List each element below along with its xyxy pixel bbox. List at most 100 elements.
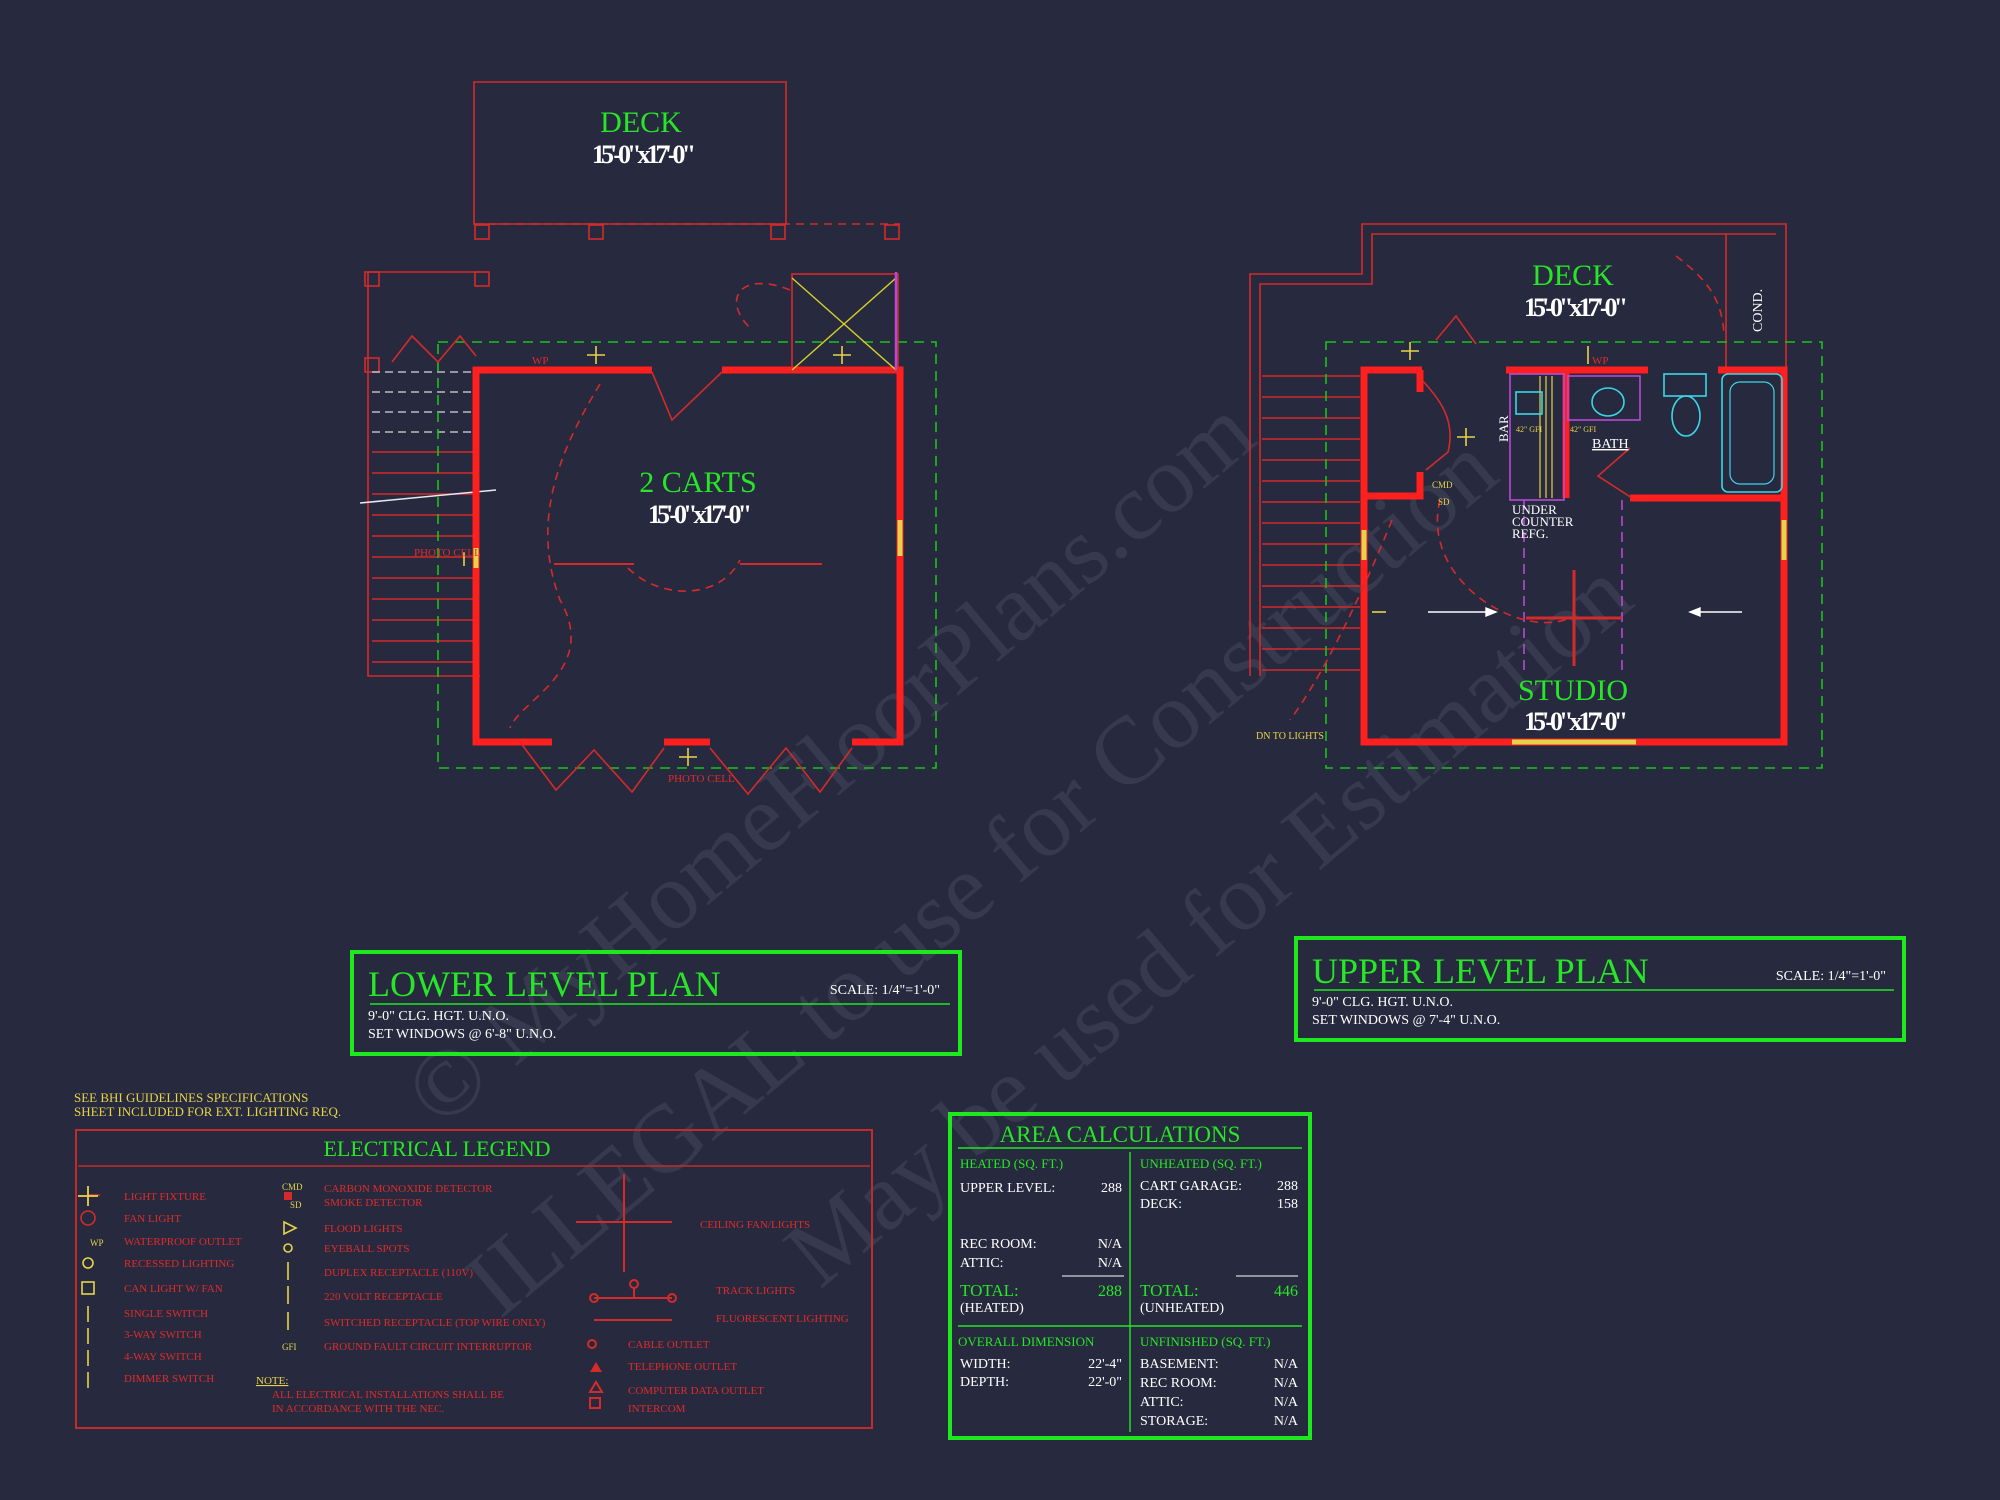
upper-light-fixtures — [1372, 342, 1589, 613]
lower-circuit-1 — [509, 383, 601, 729]
upper-ceiling-fan — [1526, 570, 1622, 666]
area-calculations: AREA CALCULATIONS HEATED (SQ. FT.) UNHEA… — [948, 1112, 1312, 1440]
legend-c1-8: DIMMER SWITCH — [124, 1373, 214, 1385]
legend-light-fixture-icon — [78, 1186, 98, 1206]
legend-cmd-symbol: CMD — [282, 1182, 303, 1192]
upper-circuit-1 — [1436, 499, 1571, 624]
lower-note-2: SET WINDOWS @ 6'-8" U.N.O. — [368, 1027, 556, 1042]
lower-level-plan: DECK 15'-0"x17'-0" 2 CARTS 15'-0"x17'-0"… — [359, 81, 937, 796]
legend-note-1: ALL ELECTRICAL INSTALLATIONS SHALL BE — [272, 1389, 504, 1401]
legend-c2-0: CARBON MONOXIDE DETECTOR — [324, 1183, 493, 1195]
guideline-note-2: SHEET INCLUDED FOR EXT. LIGHTING REQ. — [74, 1104, 341, 1119]
upper-bath-wall — [1562, 370, 1784, 502]
upper-bar-sink — [1515, 391, 1543, 415]
legend-c2-7: GROUND FAULT CIRCUIT INTERRUPTOR — [324, 1341, 533, 1353]
legend-c3-6: INTERCOM — [628, 1403, 686, 1415]
overall-header: OVERALL DIMENSION — [958, 1334, 1095, 1349]
legend-c3-5: COMPUTER DATA OUTLET — [628, 1385, 764, 1397]
lower-photo-cell-west: PHOTO CELL — [414, 547, 481, 559]
total-unheated-label: TOTAL: — [1140, 1281, 1199, 1300]
upper-bath-label: BATH — [1592, 437, 1629, 452]
upper-track-lights — [1523, 500, 1623, 676]
upper-bar-hatch — [1539, 376, 1553, 498]
heated-1-value: N/A — [1098, 1237, 1123, 1252]
legend-title: ELECTRICAL LEGEND — [323, 1136, 550, 1161]
unheated-0-value: 288 — [1277, 1179, 1298, 1194]
legend-col1-symbols — [78, 1194, 100, 1388]
upper-gfi-label-2: 42" GFI — [1570, 425, 1596, 434]
heated-2-label: ATTIC: — [960, 1256, 1004, 1271]
upper-bath-door — [1596, 447, 1633, 499]
unfinished-0-label: BASEMENT: — [1140, 1357, 1219, 1372]
legend-note-2: IN ACCORDANCE WITH THE NEC. — [272, 1403, 444, 1415]
lower-dash-arc — [735, 282, 791, 331]
unfinished-3-value: N/A — [1274, 1414, 1299, 1429]
overall-1-value: 22'-0" — [1088, 1375, 1122, 1390]
upper-room-dims: 15'-0"x17'-0" — [1524, 707, 1628, 736]
unfinished-3-label: STORAGE: — [1140, 1414, 1208, 1429]
upper-circuit-2 — [1289, 519, 1393, 721]
area-title: AREA CALCULATIONS — [1000, 1122, 1241, 1147]
upper-title: UPPER LEVEL PLAN — [1312, 951, 1649, 991]
upper-deck-name: DECK — [1532, 259, 1614, 292]
upper-note-2: SET WINDOWS @ 7'-4" U.N.O. — [1312, 1013, 1500, 1028]
upper-cond-label: COND. — [1751, 289, 1766, 332]
lower-bifold-doors — [519, 741, 853, 796]
legend-c1-0: LIGHT FIXTURE — [124, 1191, 206, 1203]
upper-refg-line1: UNDER — [1512, 502, 1557, 517]
unfinished-2-label: ATTIC: — [1140, 1395, 1184, 1410]
upper-bathtub-inner — [1729, 381, 1775, 485]
upper-bar-label: BAR — [1496, 415, 1511, 442]
electrical-legend: ELECTRICAL LEGEND WP LIGHT FIXTURE FAN L… — [75, 1129, 873, 1429]
legend-c1-3: RECESSED LIGHTING — [124, 1258, 234, 1270]
upper-sd-label: SD — [1438, 497, 1450, 507]
legend-c3-3: CABLE OUTLET — [628, 1339, 710, 1351]
upper-bath-lav — [1591, 387, 1625, 417]
upper-dn-lights-label: DN TO LIGHTS — [1256, 731, 1324, 742]
lower-title: LOWER LEVEL PLAN — [368, 964, 721, 1004]
legend-c3-2: FLUORESCENT LIGHTING — [716, 1313, 849, 1325]
lower-roof-line — [437, 341, 937, 769]
total-heated-sub: (HEATED) — [960, 1301, 1024, 1316]
lower-light-fixtures — [463, 346, 851, 766]
legend-note-label: NOTE: — [256, 1375, 288, 1387]
legend-c3-4: TELEPHONE OUTLET — [628, 1361, 737, 1373]
lower-room-name: 2 CARTS — [639, 466, 756, 499]
legend-telephone-icon — [590, 1362, 602, 1372]
lower-stair-opening — [791, 273, 899, 371]
legend-c3-0: CEILING FAN/LIGHTS — [700, 1219, 810, 1231]
upper-toilet-tank — [1663, 373, 1707, 397]
unfinished-header: UNFINISHED (SQ. FT.) — [1140, 1334, 1270, 1349]
unheated-1-label: DECK: — [1140, 1197, 1182, 1212]
lower-note-1: 9'-0" CLG. HGT. U.N.O. — [368, 1009, 509, 1024]
upper-deck-rail — [1259, 233, 1776, 676]
upper-note-1: 9'-0" CLG. HGT. U.N.O. — [1312, 995, 1453, 1010]
overall-0-value: 22'-4" — [1088, 1357, 1122, 1372]
heated-2-value: N/A — [1098, 1256, 1123, 1271]
lower-wp-label: WP — [532, 355, 549, 367]
upper-roof-line — [1325, 341, 1823, 769]
upper-refg-line2: COUNTER — [1512, 514, 1574, 529]
legend-c2-3: EYEBALL SPOTS — [324, 1243, 409, 1255]
legend-wp-symbol: WP — [90, 1238, 104, 1248]
upper-refg-line3: REFG. — [1512, 526, 1548, 541]
legend-col2-symbols — [283, 1192, 298, 1330]
legend-c1-5: SINGLE SWITCH — [124, 1308, 208, 1320]
legend-c1-6: 3-WAY SWITCH — [124, 1329, 202, 1341]
legend-c2-5: 220 VOLT RECEPTACLE — [324, 1291, 443, 1303]
upper-toilet-bowl — [1671, 395, 1701, 437]
legend-c1-4: CAN LIGHT W/ FAN — [124, 1283, 223, 1295]
upper-closet-wall — [1364, 370, 1424, 500]
lower-entry-door — [651, 371, 723, 422]
lower-title-block: LOWER LEVEL PLAN SCALE: 1/4"=1'-0" 9'-0"… — [350, 950, 962, 1056]
legend-c2-6: SWITCHED RECEPTACLE (TOP WIRE ONLY) — [324, 1317, 546, 1329]
upper-deck-dims: 15'-0"x17'-0" — [1524, 293, 1628, 322]
lower-stair-opening-x — [791, 277, 897, 371]
upper-direction-arrows — [1428, 606, 1742, 618]
total-heated-value: 288 — [1098, 1283, 1122, 1300]
legend-c1-1: FAN LIGHT — [124, 1213, 181, 1225]
lower-scale: SCALE: 1/4"=1'-0" — [830, 983, 940, 998]
upper-cond-door — [1675, 255, 1725, 335]
watermark-line-2: ILLEGAL to use for Construction — [445, 413, 1516, 1336]
unheated-0-label: CART GARAGE: — [1140, 1179, 1242, 1194]
